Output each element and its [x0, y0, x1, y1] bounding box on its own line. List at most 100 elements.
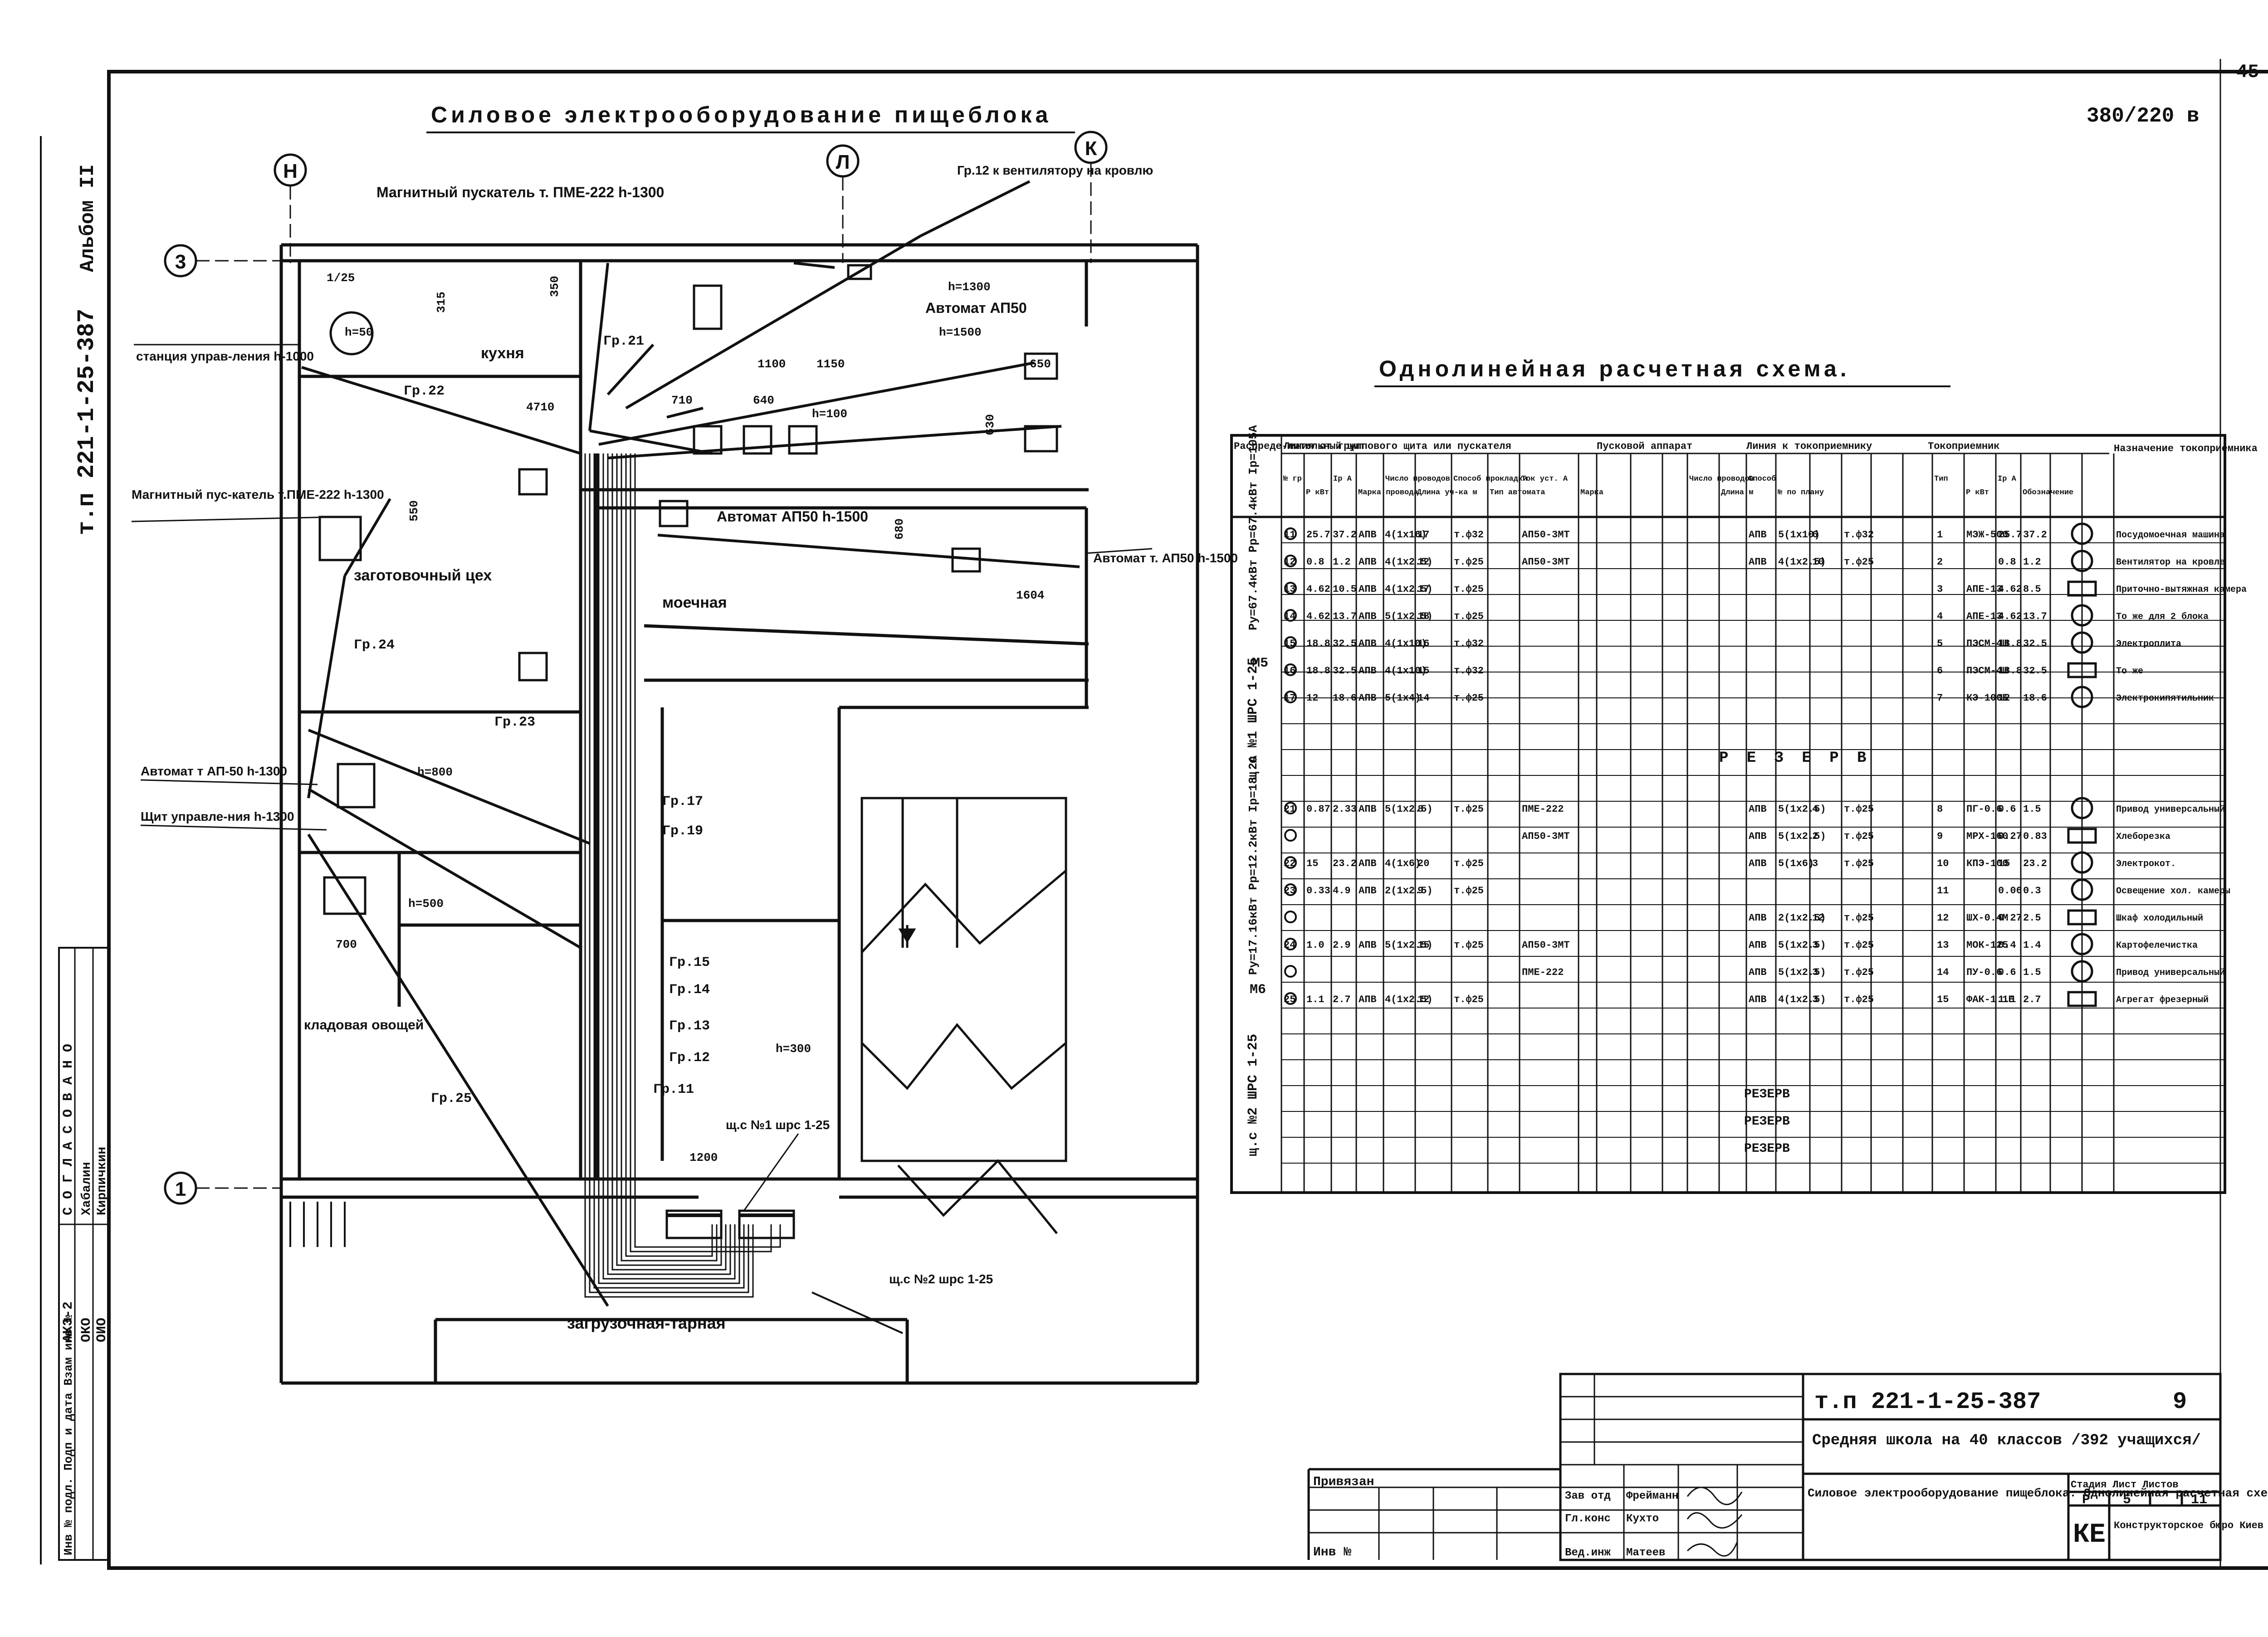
- schema-cell-no: 9: [1937, 831, 1943, 842]
- cable-bundle: [584, 453, 781, 1298]
- schema-title: Однолинейная расчетная схема.: [1379, 356, 1850, 381]
- load-symbol: [2071, 797, 2093, 819]
- schema-table: [1230, 434, 2226, 1194]
- load-symbol: [2071, 960, 2093, 983]
- schema-cell-n2: 5(1х2.5): [1778, 804, 1826, 815]
- schema-cell-way2: т.ф32: [1844, 529, 1874, 541]
- schema-cell-p: 1.0: [1306, 940, 1325, 951]
- schema-cell-l2: АПВ: [1749, 831, 1767, 842]
- svg-text:Л: Л: [836, 151, 850, 173]
- schema-cell-way: т.ф25: [1454, 885, 1484, 896]
- schema-cell-ip: 2.33: [1333, 804, 1357, 815]
- schema-cell-p: 25.7: [1306, 529, 1330, 541]
- schema-cell-n: 4(1х10): [1385, 665, 1427, 677]
- schema-cell-ip: 2.9: [1333, 940, 1351, 951]
- load-symbol: [2071, 522, 2093, 545]
- schema-cell-wire: АПВ: [1359, 556, 1377, 568]
- svg-text:Силовое электрооборудование пи: Силовое электрооборудование пищеблока. О…: [1808, 1486, 2268, 1500]
- load-symbol: [2071, 550, 2093, 572]
- svg-text:h=800: h=800: [417, 765, 453, 779]
- load-symbol: [2071, 878, 2093, 901]
- schema-cell-aut: ПМЕ-222: [1522, 804, 1564, 815]
- plan-title: Силовое электрооборудование пищеблока: [431, 102, 1051, 127]
- schema-cell-len: 15: [1418, 665, 1429, 677]
- svg-text:Гр.23: Гр.23: [494, 715, 535, 730]
- schema-cell-name: Картофелечистка: [2116, 940, 2198, 951]
- schema-cell-len: 17: [1418, 529, 1429, 541]
- schema-cell-p2: 0.27: [1998, 831, 2022, 842]
- schema-cell-l2: АПВ: [1749, 994, 1767, 1005]
- svg-text:т.п 221-1-25-387: т.п 221-1-25-387: [1814, 1389, 2041, 1415]
- schema-cell-type: ПЭСМ-4Ш: [1966, 638, 2008, 649]
- load-symbol: [2067, 828, 2097, 844]
- svg-text:Гр.11: Гр.11: [653, 1082, 694, 1097]
- schema-cell-no: 15: [1937, 994, 1949, 1005]
- svg-text:Инв № подл. Подп и дата Вз: Инв № подл. Подп и дата Взам инв №: [62, 1315, 75, 1555]
- schema-cell-no: 5: [1937, 638, 1943, 649]
- schema-cell-n2: 5(1х2.5): [1778, 967, 1826, 978]
- schema-cell-ip: 1.2: [1333, 556, 1351, 568]
- svg-text:Н: Н: [283, 160, 298, 182]
- svg-text:РЕЗЕРВ: РЕЗЕРВ: [1744, 1115, 1790, 1129]
- schema-cell-p2: 0.6: [1998, 967, 2016, 978]
- load-symbol: [2071, 686, 2093, 708]
- schema-cell-type: ФАК-1.1Е: [1966, 994, 2014, 1005]
- schema-subheader: Обозначение: [2023, 488, 2073, 497]
- breaker-symbol: [1284, 582, 1297, 594]
- schema-cell-way: т.ф32: [1454, 665, 1484, 677]
- schema-cell-way2: т.ф25: [1844, 804, 1874, 815]
- schema-cell-wire: АПВ: [1359, 804, 1377, 815]
- svg-text:Средняя школа на 40 классов /3: Средняя школа на 40 классов /392 учащихс…: [1812, 1432, 2201, 1449]
- schema-cell-wire: АПВ: [1359, 611, 1377, 622]
- breaker-symbol: [1284, 965, 1297, 978]
- schema-cell-way: т.ф32: [1454, 638, 1484, 649]
- schema-cell-no: 2: [1937, 556, 1943, 568]
- schema-cell-n2: 2(1х2.5): [1778, 912, 1826, 924]
- schema-cell-type: КПЭ-100: [1966, 858, 2008, 869]
- schema-cell-type: ШХ-0.4М: [1966, 912, 2008, 924]
- schema-cell-name: То же: [2116, 666, 2143, 677]
- svg-text:Токоприемник: Токоприемник: [1928, 441, 1999, 452]
- svg-text:кладовая овощей: кладовая овощей: [304, 1018, 424, 1033]
- svg-text:Матеев: Матеев: [1626, 1547, 1665, 1559]
- load-symbol: [2071, 631, 2093, 654]
- breaker-symbol: [1284, 555, 1297, 567]
- panel-2: [738, 1209, 795, 1239]
- room-labels: кухня заготовочный цех моечная кладовая …: [304, 345, 727, 1332]
- schema-cell-l2: АПВ: [1749, 529, 1767, 541]
- schema-cell-ip: 23.2: [1333, 858, 1357, 869]
- schema-cell-name: Приточно-вытяжная камера: [2116, 585, 2247, 595]
- svg-text:1/25: 1/25: [327, 271, 355, 285]
- schema-cell-p: 12: [1306, 692, 1318, 704]
- side-approval-block: С О Г Л А С О В А Н О АКЭ-2 ОКО ОИО Хаба…: [58, 947, 110, 1561]
- svg-text:11: 11: [2191, 1492, 2207, 1508]
- schema-subheader: Марка провода: [1358, 488, 1418, 497]
- schema-cell-len: 12: [1418, 994, 1429, 1005]
- schema-cell-name: Электроплита: [2116, 639, 2181, 649]
- schema-cell-way: т.ф25: [1454, 994, 1484, 1005]
- schema-cell-n2: 5(1х2.5): [1778, 940, 1826, 951]
- svg-text:Инв №: Инв №: [1313, 1545, 1351, 1559]
- schema-cell-way: т.ф25: [1454, 556, 1484, 568]
- schema-cell-aut: АП50-3МТ: [1522, 529, 1570, 541]
- load-symbol: [2067, 580, 2097, 597]
- schema-cell-ip: 32.5: [1333, 665, 1357, 677]
- load-symbol: [2071, 851, 2093, 874]
- axis-bubbles: Н Л К 3 1: [164, 131, 1108, 1205]
- plan-callouts: Магнитный пускатель т. ПМЕ-222 h-1300 ст…: [132, 163, 1238, 1286]
- schema-cell-len: 17: [1418, 584, 1429, 595]
- svg-text:1100: 1100: [758, 357, 786, 371]
- schema-cell-n: 5(1х2.5): [1385, 940, 1433, 951]
- breaker-symbol: [1284, 691, 1297, 703]
- schema-cell-name: Привод универсальный: [2116, 968, 2225, 978]
- schema-cell-p2: 18.8: [1998, 638, 2022, 649]
- schema-cell-p: 18.8: [1306, 638, 1330, 649]
- breaker-symbol: [1284, 829, 1297, 842]
- svg-text:Автомат АП50 h-1500: Автомат АП50 h-1500: [717, 508, 868, 525]
- schema-cell-no: 8: [1937, 804, 1943, 815]
- title-block-text: т.п 221-1-25-387 9 Средняя школа на 40 к…: [1313, 1389, 2268, 1559]
- schema-cell-no: 3: [1937, 584, 1943, 595]
- svg-text:станция управ-ления h-1000: станция управ-ления h-1000: [136, 349, 314, 363]
- svg-text:Хабалин: Хабалин: [80, 1162, 94, 1215]
